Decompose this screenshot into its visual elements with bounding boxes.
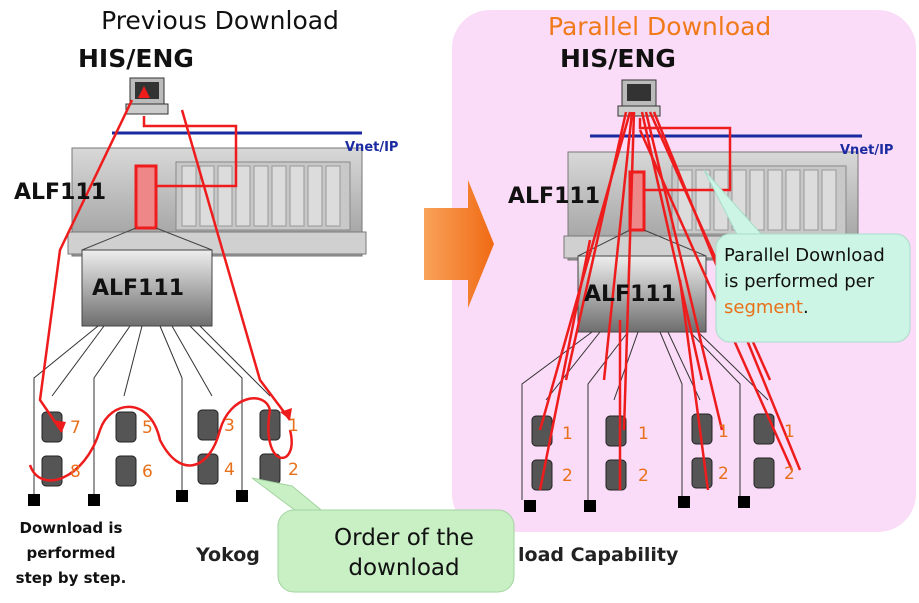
segment-number: 1 [784, 422, 795, 442]
alf111-rack-left [67, 147, 367, 257]
alf111-box-left [81, 249, 213, 327]
segment-number: 1 [718, 422, 729, 442]
alf111-rack-label-right: ALF111 [508, 184, 600, 209]
callout-line-3: segment. [724, 295, 902, 321]
step-number: 6 [142, 462, 153, 482]
order-of-download-callout: Order of the download [334, 525, 474, 581]
callout-highlight: segment [724, 297, 803, 318]
step-number: 3 [224, 416, 235, 436]
his-eng-label-left: HIS/ENG [78, 44, 194, 73]
vnet-ip-label-right: Vnet/IP [840, 143, 894, 158]
callout-line-1: Parallel Download [724, 245, 885, 266]
step-number: 4 [224, 460, 235, 480]
segment-callout-box [715, 233, 911, 343]
field-devices-left [41, 409, 281, 487]
terminators-right [524, 496, 750, 512]
parallel-download-title: Parallel Download [548, 12, 772, 41]
callout-line-2: is performed per [724, 271, 875, 292]
field-devices-right [531, 413, 775, 491]
download-path-left [28, 99, 293, 482]
terminators-left [28, 490, 248, 506]
segment-number: 2 [562, 466, 573, 486]
step-number: 1 [288, 416, 299, 436]
transition-arrow [424, 180, 494, 308]
previous-download-title: Previous Download [101, 6, 339, 35]
pc-icon-right [617, 79, 661, 117]
alf111-box-label-right: ALF111 [584, 282, 676, 307]
arrowheads-left [52, 86, 292, 432]
footer-caption-right-part: load Capability [518, 544, 679, 566]
segment-number: 2 [784, 464, 795, 484]
segment-number: 1 [638, 424, 649, 444]
alf111-module-left [134, 164, 158, 230]
step-number: 7 [70, 418, 81, 438]
segment-callout-text: Parallel Download is performed per segme… [724, 243, 902, 321]
fieldbus-lines-left [33, 325, 271, 498]
segment-number: 2 [638, 466, 649, 486]
order-callout-pointer [251, 477, 328, 515]
segment-number: 2 [718, 464, 729, 484]
step-number: 5 [142, 418, 153, 438]
step-number: 8 [70, 462, 81, 482]
alf111-box-label-left: ALF111 [92, 276, 184, 301]
order-callout-box [277, 509, 515, 593]
segment-number: 1 [562, 424, 573, 444]
step-number: 2 [288, 460, 299, 480]
callout-suffix: . [802, 297, 809, 318]
his-eng-label-right: HIS/ENG [560, 44, 676, 73]
step-by-step-caption: Download is performed step by step. [15, 519, 127, 587]
vnet-ip-label-left: Vnet/IP [345, 140, 399, 155]
alf111-rack-label-left: ALF111 [14, 180, 106, 205]
footer-caption-left-part: Yokog [196, 544, 260, 566]
